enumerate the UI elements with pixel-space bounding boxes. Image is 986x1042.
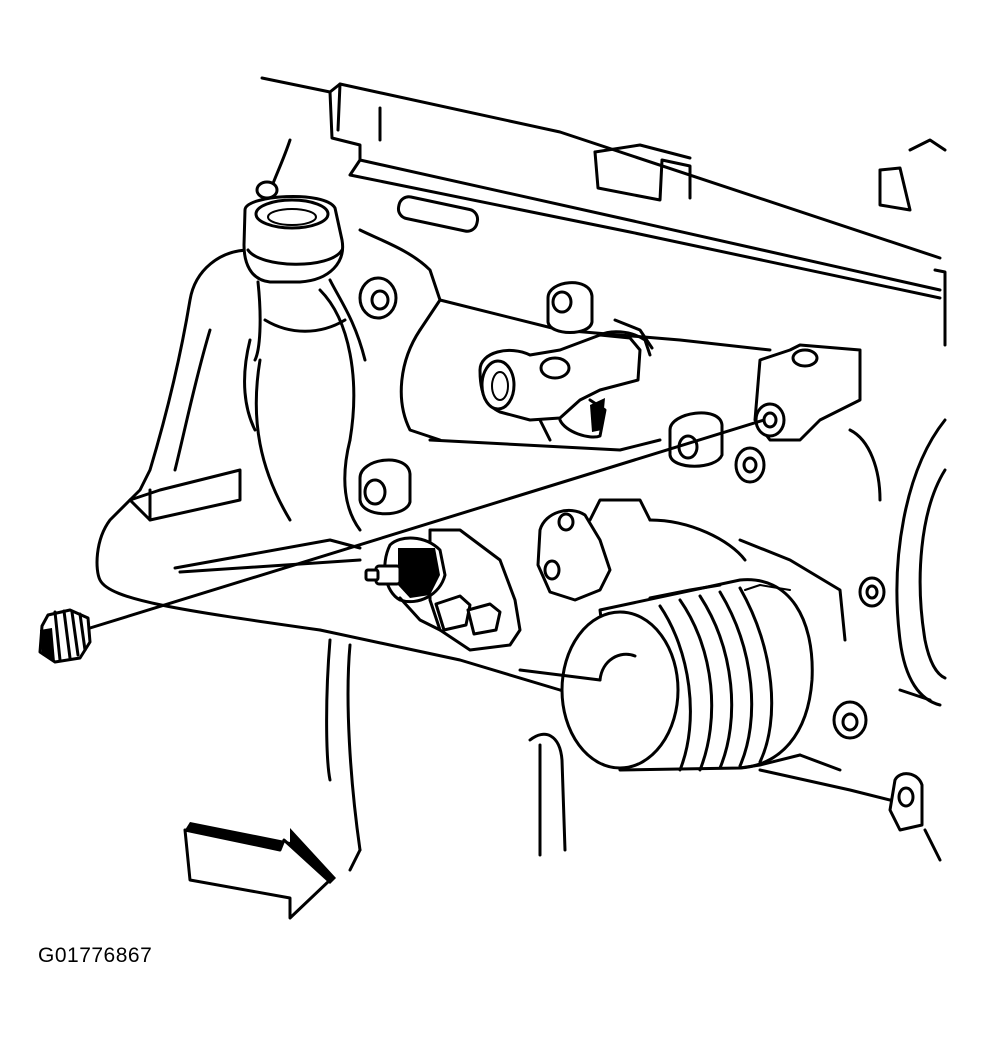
- boss-upper-left: [360, 278, 396, 318]
- crank-pulley-edge: [850, 420, 945, 705]
- oil-filter-adapter: [538, 510, 845, 640]
- boss-gallery-plug-hole: [755, 345, 860, 440]
- boss-far-right: [860, 578, 884, 606]
- engine-block-top: [262, 78, 945, 345]
- oil-pan: [327, 640, 940, 870]
- bolt-bosses: [360, 278, 922, 830]
- oil-gallery-plug: [40, 420, 764, 662]
- boss-bottom-right: [890, 774, 922, 830]
- oil-pressure-sensor: [366, 530, 520, 650]
- boss-lower-right: [834, 702, 866, 738]
- boss-mid-left: [360, 460, 410, 514]
- boss-upper-mid: [548, 283, 592, 333]
- oil-filter: [562, 580, 812, 770]
- filler-neck: [244, 182, 365, 360]
- sensor-connector-upper: [480, 320, 652, 440]
- boss-dowel: [736, 448, 764, 482]
- figure-id-label: G01776867: [38, 944, 153, 967]
- front-arrow-icon: [185, 822, 336, 918]
- front-cover: [97, 140, 770, 700]
